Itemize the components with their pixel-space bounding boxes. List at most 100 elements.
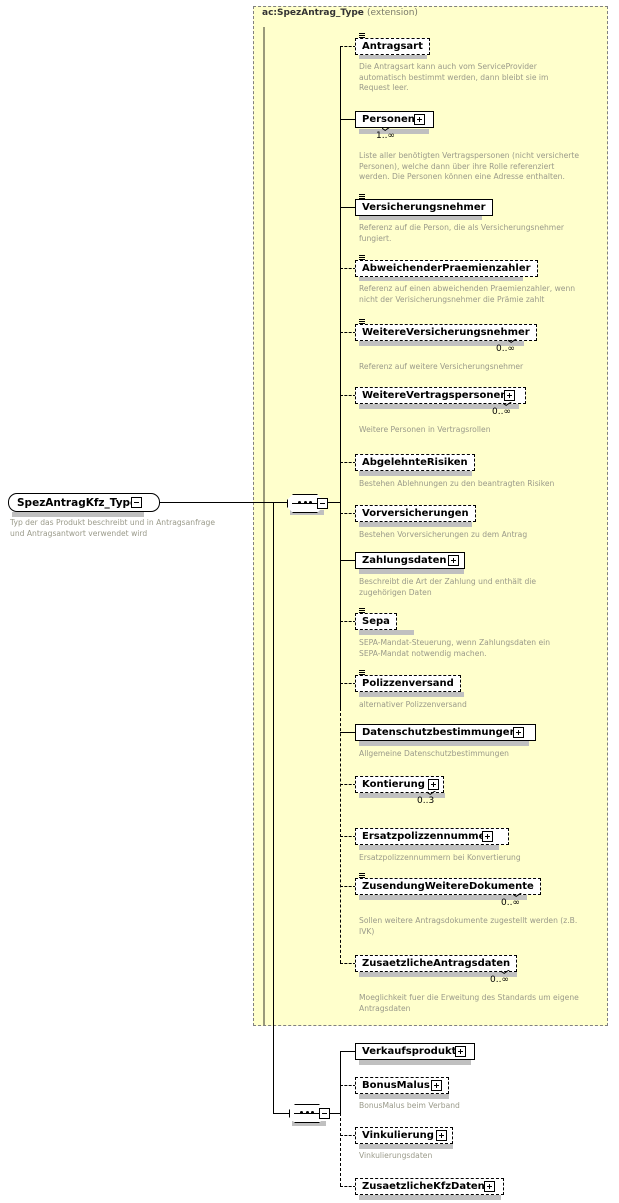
sequence-extension-toggle-icon[interactable] (317, 498, 328, 509)
element-kontierung[interactable]: Kontierung (355, 776, 444, 793)
connector-abgelehnterisiken (340, 462, 356, 463)
vorversicherungen-shadow (359, 522, 472, 527)
element-zusendungweiteredokumente-label: ZusendungWeitereDokumente (362, 881, 534, 892)
connector-zusendungweiteredokumente (340, 886, 356, 887)
element-zusaetzlicheantragsdaten[interactable]: ZusaetzlicheAntragsdaten (355, 955, 518, 972)
vinkulierung-documentation: Vinkulierungsdaten (359, 1151, 433, 1160)
zahlungsdaten-expand-icon[interactable] (448, 555, 459, 566)
attribute-marker-icon (359, 670, 365, 676)
weitereversicherungsnehmer-documentation: Referenz auf weitere Versicherungsnehmer (359, 362, 524, 371)
connector-polizzenversand (340, 683, 356, 684)
weitereversicherungsnehmer-shadow (359, 341, 524, 346)
element-datenschutzbestimmungen[interactable]: Datenschutzbestimmungen (355, 724, 536, 741)
element-weiterevertragspersonen[interactable]: WeitereVertragspersonen (355, 387, 527, 404)
element-bonusmalus[interactable]: BonusMalus (355, 1077, 449, 1094)
element-personen-label: Personen (362, 114, 415, 125)
element-sepa[interactable]: Sepa (355, 613, 397, 630)
element-abgelehnterisiken-label: AbgelehnteRisiken (362, 457, 468, 468)
element-zusendungweiteredokumente[interactable]: ZusendungWeitereDokumente (355, 878, 541, 895)
personen-shadow (359, 129, 429, 134)
group-title: ac:SpezAntrag_Type (extension) (262, 8, 418, 18)
antragsart-documentation: Die Antragsart kann auch vom ServiceProv… (359, 62, 549, 92)
connector-bonusmalus (340, 1085, 356, 1086)
element-kontierung-label: Kontierung (362, 779, 425, 790)
sequence-kfz-node[interactable] (289, 1104, 325, 1123)
attribute-marker-icon (359, 194, 365, 200)
vinkulierung-shadow (359, 1144, 453, 1149)
element-polizzenversand[interactable]: Polizzenversand (355, 675, 461, 692)
weiterevertragspersonen-documentation: Weitere Personen in Vertragsrollen (359, 425, 491, 434)
element-antragsart[interactable]: Antragsart (355, 38, 430, 55)
attribute-marker-icon (359, 873, 365, 879)
element-zahlungsdaten[interactable]: Zahlungsdaten (355, 552, 466, 569)
zusendungweiteredokumente-shadow (359, 895, 527, 900)
connector-zahlungsdaten (340, 560, 356, 561)
weiterevertragspersonen-cardinality: 0..∞ (492, 407, 511, 417)
element-weitereversicherungsnehmer[interactable]: WeitereVersicherungsnehmer (355, 324, 537, 341)
bonusmalus-expand-icon[interactable] (431, 1080, 442, 1091)
abgelehnterisiken-documentation: Bestehen Ablehnungen zu den beantragten … (359, 479, 555, 488)
connector-kontierung (340, 784, 356, 785)
datenschutzbestimmungen-expand-icon[interactable] (513, 727, 524, 738)
root-node-shadow (12, 512, 144, 517)
ersatzpolizzennummer-expand-icon[interactable] (482, 831, 493, 842)
connector-abweichenderpraemienzahler (340, 268, 356, 269)
group-title-qualifier: (extension) (367, 8, 418, 18)
trunk-line-solid (340, 46, 341, 708)
kfz-trunk-line-dashed (340, 1113, 341, 1186)
kfz-trunk-line-solid (340, 1051, 341, 1113)
weiterevertragspersonen-expand-icon[interactable] (504, 390, 515, 401)
element-versicherungsnehmer-label: Versicherungsnehmer (362, 202, 486, 213)
attribute-marker-icon (359, 608, 365, 614)
connector-zusaetzlichekfzdaten (340, 1186, 356, 1187)
sequence-kfz-toggle-icon[interactable] (319, 1108, 330, 1119)
element-abgelehnterisiken[interactable]: AbgelehnteRisiken (355, 454, 475, 471)
personen-repeat-icon (382, 127, 391, 132)
element-verkaufsprodukt[interactable]: Verkaufsprodukt (355, 1043, 476, 1060)
element-ersatzpolizzennummer[interactable]: Ersatzpolizzennummer (355, 828, 510, 845)
trunk-line-dashed (340, 708, 341, 963)
connector-vinkulierung (340, 1135, 356, 1136)
element-bonusmalus-label: BonusMalus (362, 1080, 430, 1091)
polizzenversand-shadow (359, 692, 464, 697)
connector-zusaetzlicheantragsdaten (340, 963, 356, 964)
root-node-spezantragkfz-type[interactable]: SpezAntragKfz_Type (8, 493, 161, 512)
element-antragsart-label: Antragsart (362, 41, 423, 52)
element-abweichenderpraemienzahler[interactable]: AbweichenderPraemienzahler (355, 260, 538, 277)
verkaufsprodukt-expand-icon[interactable] (455, 1046, 466, 1057)
element-vinkulierung[interactable]: Vinkulierung (355, 1127, 453, 1144)
connector-root-to-sequence (142, 502, 287, 503)
zusaetzlichekfzdaten-expand-icon[interactable] (484, 1181, 495, 1192)
vinkulierung-expand-icon[interactable] (436, 1130, 447, 1141)
element-versicherungsnehmer[interactable]: Versicherungsnehmer (355, 199, 493, 216)
element-datenschutzbestimmungen-label: Datenschutzbestimmungen (362, 727, 517, 738)
versicherungsnehmer-shadow (359, 215, 482, 220)
zahlungsdaten-shadow (359, 569, 464, 574)
element-zahlungsdaten-label: Zahlungsdaten (362, 555, 447, 566)
kontierung-expand-icon[interactable] (428, 779, 439, 790)
ersatzpolizzennummer-documentation: Ersatzpolizzennummern bei Konvertierung (359, 853, 521, 862)
root-collapse-toggle-icon[interactable] (131, 497, 142, 508)
personen-cardinality: 1..∞ (376, 131, 395, 141)
weiterevertragspersonen-shadow (359, 404, 519, 409)
verkaufsprodukt-shadow (359, 1060, 471, 1065)
sepa-documentation: SEPA-Mandat-Steuerung, wenn Zahlungsdate… (359, 638, 551, 658)
element-abweichenderpraemienzahler-label: AbweichenderPraemienzahler (362, 263, 531, 274)
personen-documentation: Liste aller benötigten Vertragspersonen … (359, 151, 580, 181)
element-zusaetzlichekfzdaten[interactable]: ZusaetzlicheKfzDaten (355, 1178, 504, 1195)
connector-ersatzpolizzennummer (340, 836, 356, 837)
element-vorversicherungen[interactable]: Vorversicherungen (355, 505, 476, 522)
sequence-extension-node[interactable] (287, 494, 323, 513)
element-verkaufsprodukt-label: Verkaufsprodukt (362, 1046, 457, 1057)
element-weiterevertragspersonen-label: WeitereVertragspersonen (362, 390, 508, 401)
polizzenversand-documentation: alternativer Polizzenversand (359, 700, 467, 709)
abweichenderpraemienzahler-documentation: Referenz auf einen abweichenden Praemien… (359, 284, 576, 304)
antragsart-shadow (359, 54, 427, 59)
bonusmalus-shadow (359, 1094, 449, 1099)
personen-expand-icon[interactable] (414, 114, 425, 125)
datenschutzbestimmungen-documentation: Allgemeine Datenschutzbestimmungen (359, 749, 509, 758)
root-documentation: Typ der das Produkt beschreibt und in An… (10, 518, 216, 538)
kontierung-shadow (359, 793, 445, 798)
ersatzpolizzennummer-shadow (359, 845, 499, 850)
